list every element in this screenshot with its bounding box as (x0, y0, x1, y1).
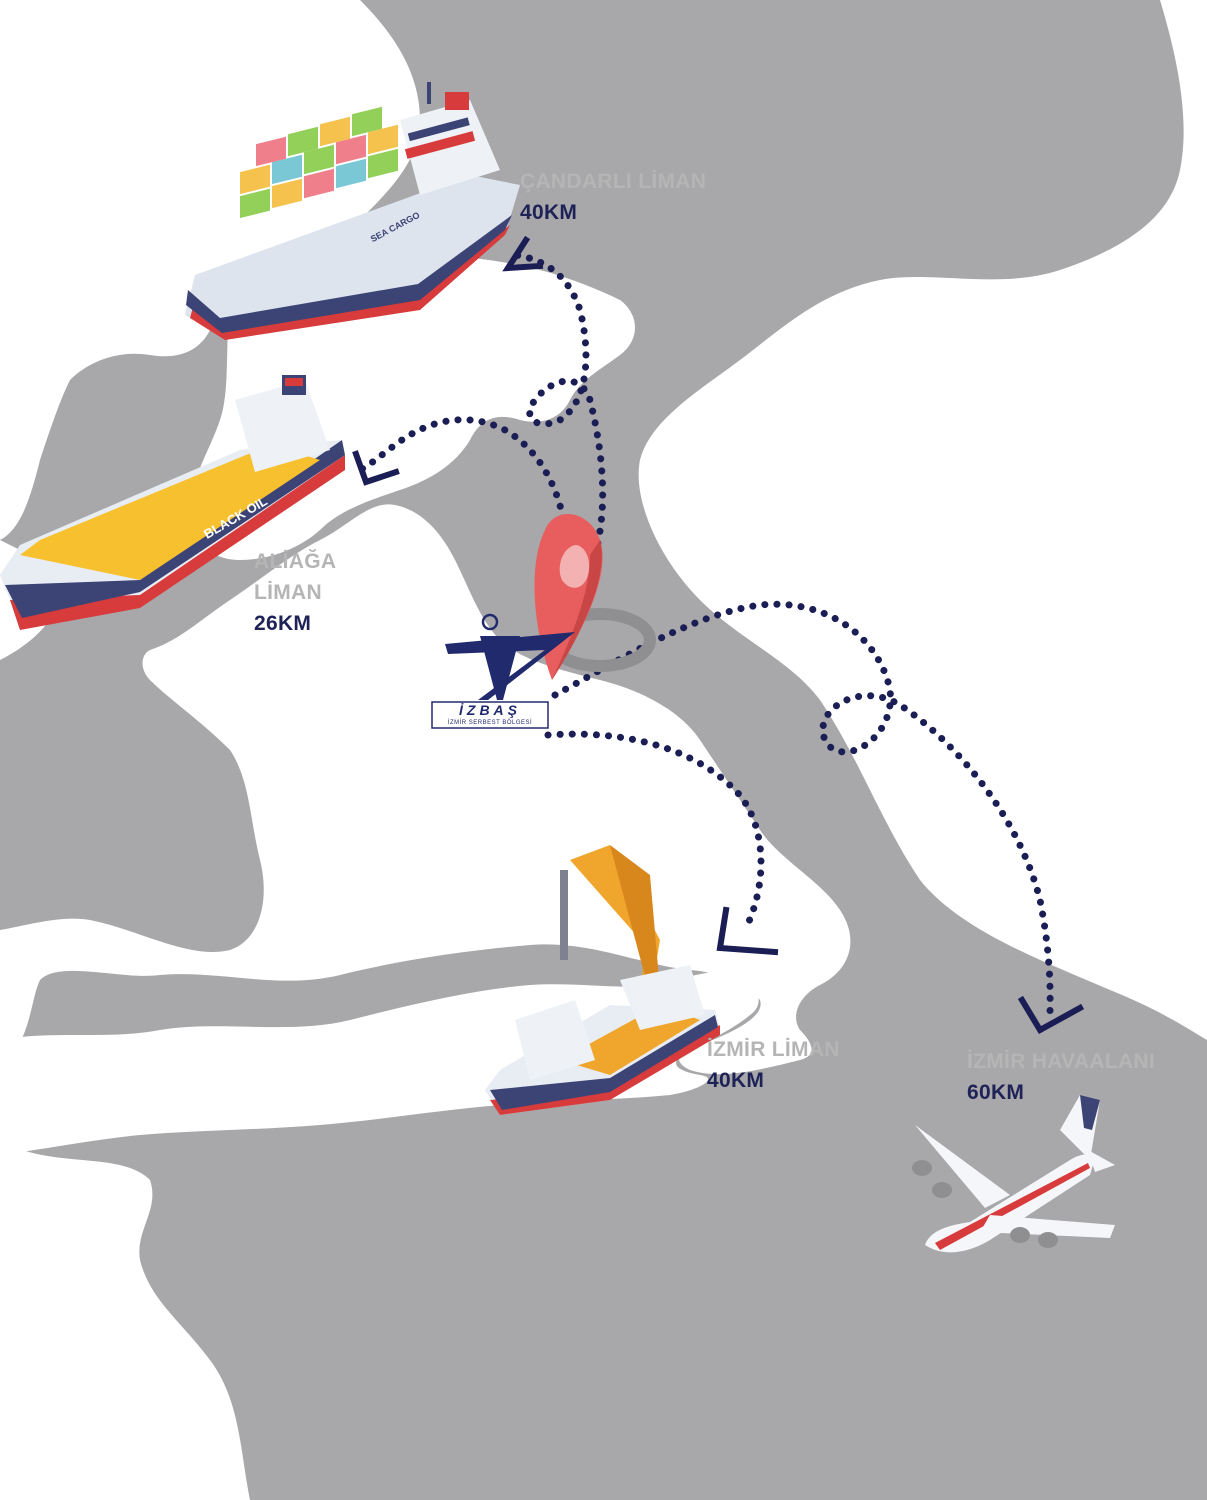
label-airport-distance: 60KM (967, 1081, 1025, 1104)
label-izmir-port-name: İZMİR LİMAN (707, 1038, 840, 1061)
label-candarli-distance: 40KM (520, 201, 578, 224)
arrow-candarli-icon (502, 235, 544, 272)
white-coast-west (0, 1160, 230, 1500)
arrow-izmir-port-icon (716, 906, 779, 956)
tanker-ship-icon (0, 375, 345, 630)
route-to-izmir-port (544, 730, 765, 934)
label-airport-name: İZMİR HAVAALANI (967, 1050, 1156, 1073)
izbas-logo-subtext: İZMİR SERBEST BÖLGESİ (447, 720, 533, 726)
label-candarli: ÇANDARLI LİMAN 40KM (520, 166, 706, 228)
container-ship-icon (185, 82, 520, 340)
label-izmir-port-distance: 40KM (707, 1069, 765, 1092)
container-stack (240, 106, 398, 219)
arrow-airport-icon (1017, 995, 1085, 1035)
route-to-airport (551, 600, 1054, 1019)
route-to-candarli (511, 251, 607, 559)
label-aliaga-name-line2: LİMAN (254, 581, 322, 604)
label-aliaga-name-line1: ALİAĞA (254, 550, 337, 573)
arrow-aliaga-icon (352, 450, 400, 486)
label-airport: İZMİR HAVAALANI 60KM (967, 1046, 1155, 1108)
airplane-icon (912, 1095, 1115, 1253)
label-aliaga: ALİAĞA LİMAN 26KM (254, 546, 336, 639)
route-layer (356, 251, 1054, 1019)
label-aliaga-distance: 26KM (254, 612, 312, 635)
cargo-ship-crane-icon (485, 845, 720, 1115)
route-to-aliaga (356, 416, 569, 534)
arrow-layer (352, 235, 1085, 1035)
label-candarli-name: ÇANDARLI LİMAN (520, 170, 707, 193)
label-izmir-port: İZMİR LİMAN 40KM (707, 1034, 840, 1096)
izbas-logo-text: İZBAŞ (459, 702, 521, 718)
izbas-logo (430, 613, 575, 730)
